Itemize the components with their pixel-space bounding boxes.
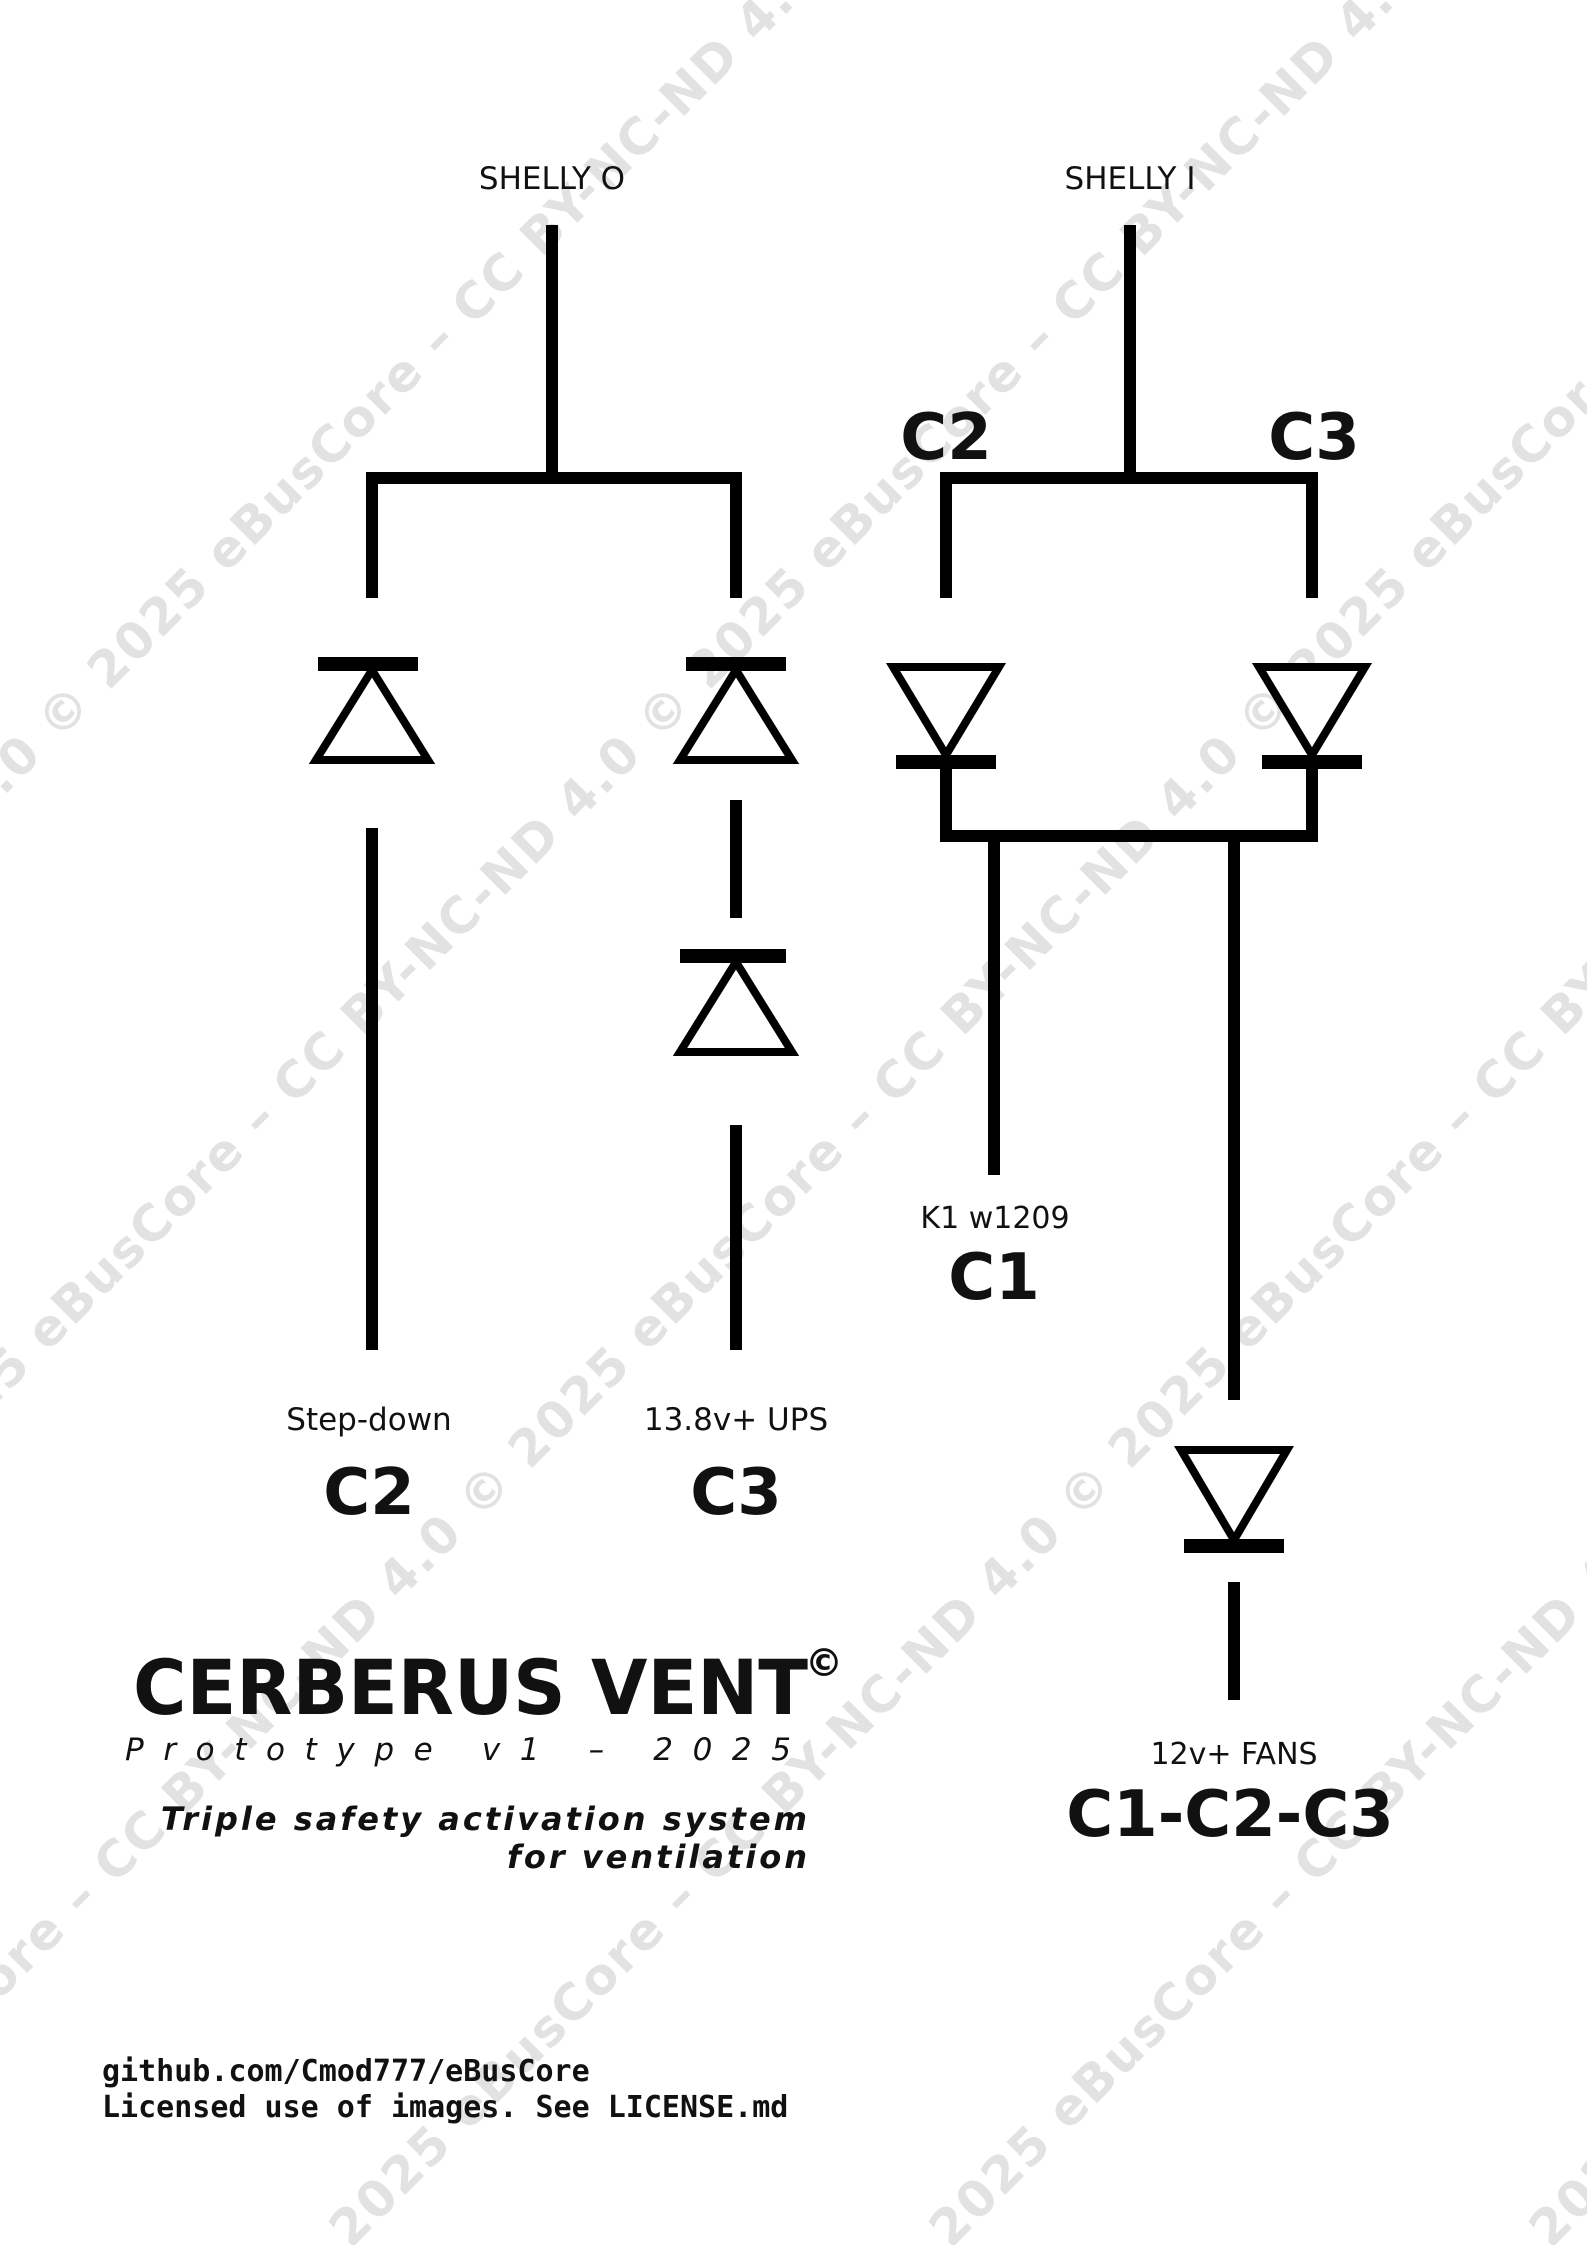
diode-down-icon <box>885 663 1007 769</box>
product-subtitle: Prototype v1 – 2025 <box>125 1732 805 1768</box>
diode-down-icon <box>1251 663 1373 769</box>
shelly-o-label: SHELLY O <box>479 161 625 197</box>
step-down-code: C2 <box>323 1456 415 1530</box>
shelly-i-label: SHELLY I <box>1065 161 1196 197</box>
diodes <box>308 657 1373 1553</box>
diode-up-icon <box>308 657 436 764</box>
fans-caption: 12v+ FANS <box>1150 1737 1317 1772</box>
diode-up-icon <box>672 949 800 1056</box>
ups-caption: 13.8v+ UPS <box>644 1402 828 1438</box>
footer-license: Licensed use of images. See LICENSE.md <box>102 2090 788 2125</box>
branch-label-c3: C3 <box>1268 401 1360 475</box>
k1-caption: K1 w1209 <box>920 1201 1069 1236</box>
tagline-line1: Triple safety activation system <box>161 1800 810 1838</box>
wiring <box>366 225 1318 1700</box>
copyright-mark: © <box>805 1641 843 1685</box>
tagline-line2: for ventilation <box>507 1838 810 1876</box>
fans-code: C1-C2-C3 <box>1066 1778 1394 1852</box>
k1-code: C1 <box>948 1241 1040 1315</box>
footer-repo: github.com/Cmod777/eBusCore <box>102 2054 590 2089</box>
product-title: CERBERUS VENT <box>133 1643 808 1732</box>
ups-code: C3 <box>690 1456 782 1530</box>
diode-up-icon <box>672 657 800 764</box>
step-down-caption: Step-down <box>286 1402 451 1438</box>
watermark-text: © 2025 eBusCore – CC BY-NC-ND 4.0 © 2025… <box>0 0 1432 2245</box>
diode-down-icon <box>1174 1446 1294 1553</box>
branch-label-c2: C2 <box>900 401 992 475</box>
